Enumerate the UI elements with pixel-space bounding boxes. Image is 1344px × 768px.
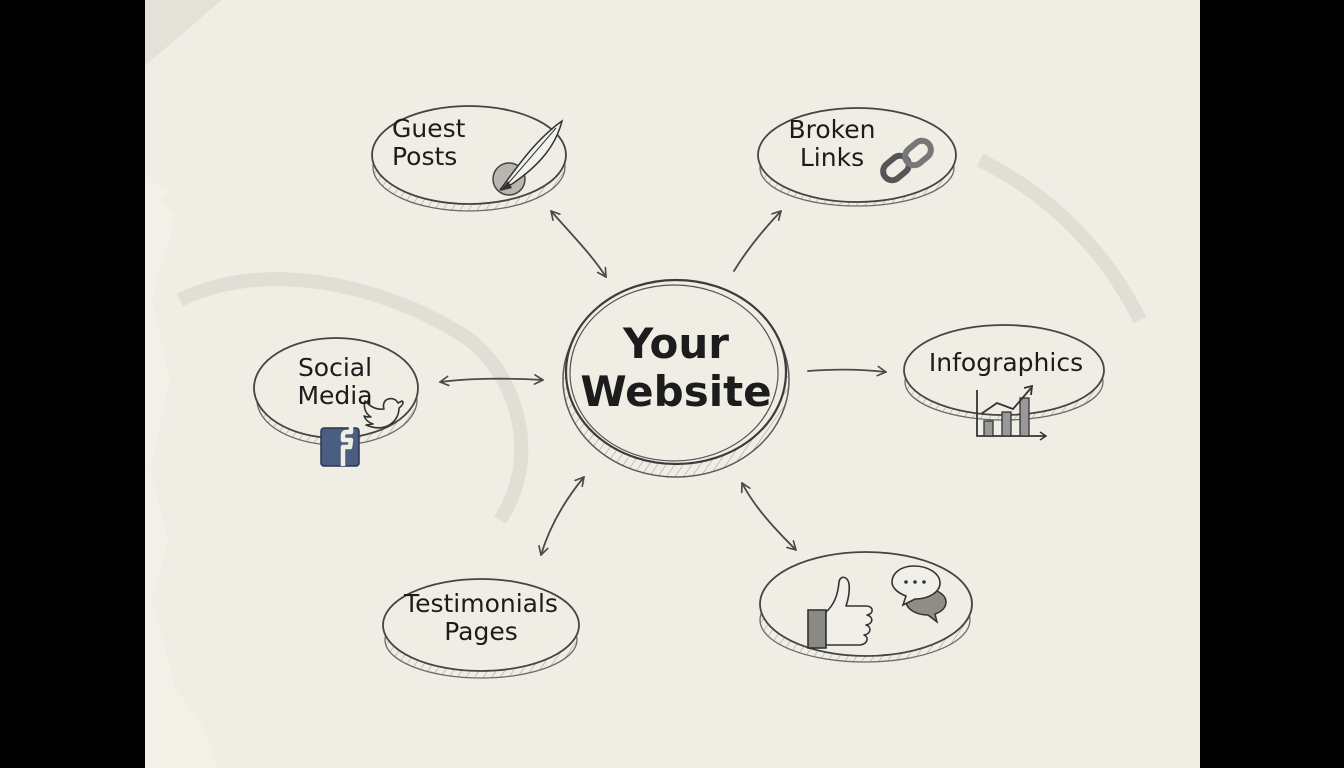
center-label-line2: Website bbox=[580, 367, 772, 417]
social-media-label: Social Media bbox=[280, 354, 390, 410]
torn-edge bbox=[145, 0, 222, 66]
guest-posts-label: Guest Posts bbox=[392, 115, 492, 171]
guest-posts-line1: Guest bbox=[392, 114, 466, 143]
social-media-line2: Media bbox=[297, 381, 373, 410]
speech-bubbles-icon bbox=[891, 565, 947, 624]
thumbs-up-icon bbox=[807, 576, 873, 649]
infographics-label: Infographics bbox=[916, 349, 1096, 377]
connector-arrows bbox=[439, 210, 887, 556]
social-media-node bbox=[253, 337, 419, 467]
broken-links-line2: Links bbox=[799, 143, 865, 172]
center-label: Your Website bbox=[566, 319, 786, 417]
social-media-line1: Social bbox=[297, 353, 373, 382]
testimonials-node bbox=[382, 578, 580, 679]
center-label-line1: Your bbox=[622, 319, 730, 368]
guest-posts-line2: Posts bbox=[392, 142, 458, 171]
background-sketch bbox=[176, 272, 529, 524]
background-sketch bbox=[976, 153, 1147, 324]
facebook-icon bbox=[320, 426, 360, 467]
bar-chart-growth-icon bbox=[976, 384, 1048, 441]
arrow-engagement bbox=[740, 482, 797, 551]
broken-links-line1: Broken bbox=[788, 115, 876, 144]
guest-posts-node bbox=[371, 105, 567, 212]
twitter-bird-icon bbox=[363, 397, 404, 429]
arrow-social-media bbox=[439, 374, 544, 387]
center-node bbox=[562, 278, 790, 478]
testimonials-line2: Pages bbox=[444, 617, 518, 646]
arrow-guest-posts bbox=[550, 210, 607, 278]
broken-links-label: Broken Links bbox=[772, 116, 892, 172]
infographics-node bbox=[903, 324, 1105, 441]
infographics-line1: Infographics bbox=[928, 348, 1084, 377]
broken-links-node bbox=[757, 107, 957, 207]
arrow-broken-links bbox=[733, 210, 782, 272]
arrow-infographics bbox=[807, 365, 887, 377]
chain-link-icon bbox=[880, 137, 934, 184]
engagement-node bbox=[759, 551, 973, 663]
quill-pen-icon bbox=[492, 119, 564, 196]
torn-edge bbox=[145, 182, 218, 768]
testimonials-label: Testimonials Pages bbox=[391, 590, 571, 646]
arrow-testimonials bbox=[538, 476, 585, 556]
testimonials-line1: Testimonials bbox=[404, 589, 558, 618]
